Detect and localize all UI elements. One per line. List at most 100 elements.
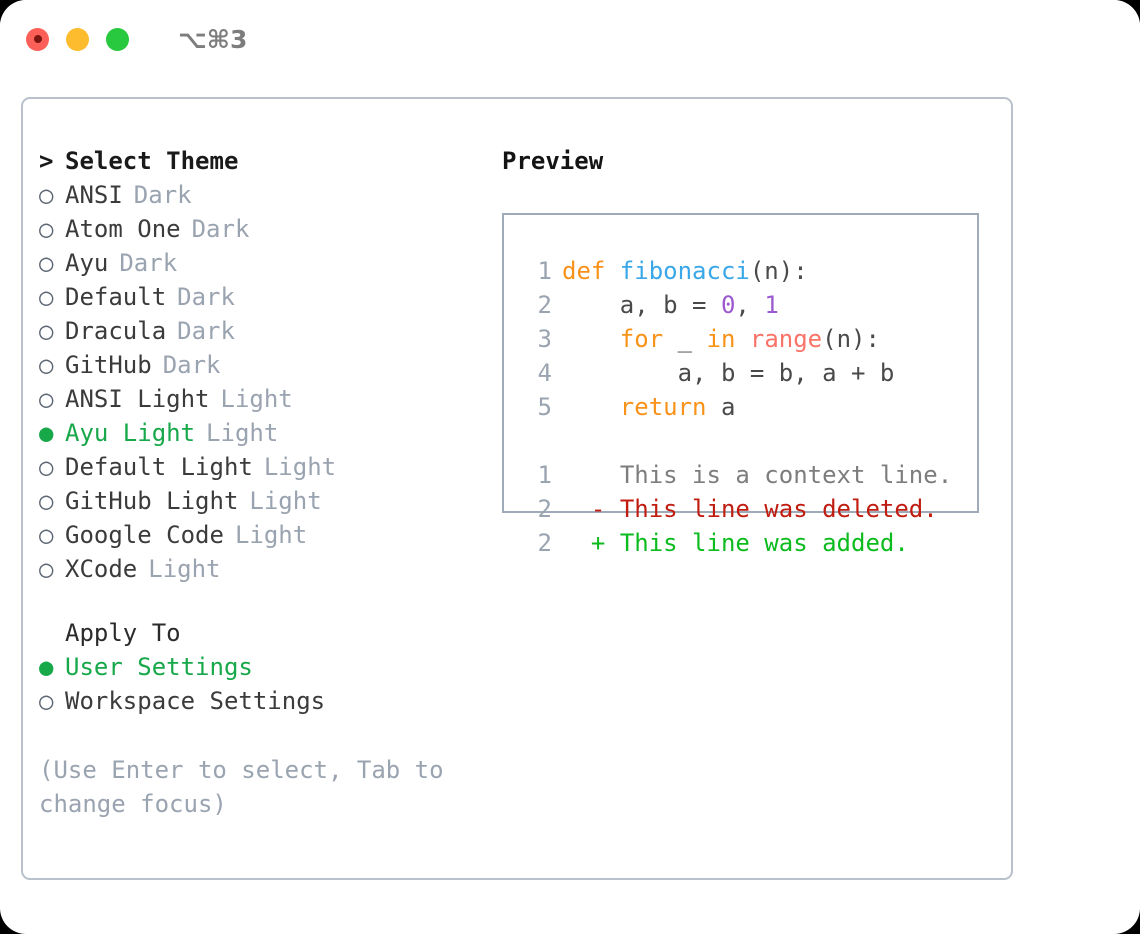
theme-list-column: > Select Theme ○ ANSI Dark ○ Atom One Da… <box>39 147 469 821</box>
traffic-lights <box>26 27 129 51</box>
radio-selected-icon[interactable]: ● <box>39 419 54 447</box>
preview-title: Preview <box>502 147 604 175</box>
diff-line-number: 2 <box>537 495 552 523</box>
radio-unselected-icon[interactable]: ○ <box>39 555 54 583</box>
theme-option-label: Default <box>65 283 167 311</box>
theme-option-ayu[interactable]: ○ Ayu Dark <box>39 249 469 283</box>
theme-option-ayu-light[interactable]: ● Ayu Light Light <box>39 419 469 453</box>
focus-caret-icon: > <box>39 147 54 175</box>
select-theme-heading-label: Select Theme <box>65 147 239 175</box>
code-token-plain <box>562 325 620 353</box>
code-line-number: 3 <box>537 325 552 353</box>
code-token-number: 1 <box>764 291 779 319</box>
radio-unselected-icon[interactable]: ○ <box>39 687 54 715</box>
theme-option-ansi[interactable]: ○ ANSI Dark <box>39 181 469 215</box>
theme-option-variant: Dark <box>177 317 235 345</box>
section-spacer <box>39 589 469 619</box>
theme-option-label: Atom One <box>65 215 181 243</box>
code-line-content: def fibonacci(n): <box>562 257 808 285</box>
radio-selected-icon[interactable]: ● <box>39 653 54 681</box>
theme-option-github[interactable]: ○ GitHub Dark <box>39 351 469 385</box>
radio-unselected-icon[interactable]: ○ <box>39 283 54 311</box>
code-line-number: 5 <box>537 393 552 421</box>
theme-option-dracula[interactable]: ○ Dracula Dark <box>39 317 469 351</box>
code-token-keyword: for <box>619 325 664 353</box>
radio-unselected-icon[interactable]: ○ <box>39 249 54 277</box>
code-token-builtin: range <box>749 325 823 353</box>
diff-line-context: 1 This is a context line. <box>522 461 977 495</box>
radio-unselected-icon[interactable]: ○ <box>39 215 54 243</box>
diff-line-deleted: 2 - This line was deleted. <box>522 495 977 529</box>
diff-line-content: + This line was added. <box>562 529 909 557</box>
theme-option-variant: Light <box>220 385 293 413</box>
keyboard-hint-text: (Use Enter to select, Tab to change focu… <box>39 756 444 818</box>
theme-option-variant: Light <box>263 453 337 481</box>
theme-option-ansi-light[interactable]: ○ ANSI Light Light <box>39 385 469 419</box>
theme-option-label: Google Code <box>65 521 224 549</box>
theme-option-variant: Light <box>148 555 221 583</box>
code-token-keyword: def <box>562 257 620 285</box>
theme-option-label: Ayu Light <box>65 419 196 447</box>
theme-option-github-light[interactable]: ○ GitHub Light Light <box>39 487 469 521</box>
theme-option-default-light[interactable]: ○ Default Light Light <box>39 453 469 487</box>
radio-unselected-icon[interactable]: ○ <box>39 351 54 379</box>
theme-option-label: XCode <box>65 555 138 583</box>
diff-line-content: - This line was deleted. <box>562 495 938 523</box>
theme-option-xcode[interactable]: ○ XCode Light <box>39 555 469 589</box>
theme-option-label: GitHub Light <box>65 487 239 515</box>
apply-to-option-label: User Settings <box>65 653 253 681</box>
code-line-content: return a <box>562 393 736 421</box>
preview-box: 1 def fibonacci(n): 2 a, b = 0, 1 3 for … <box>502 213 979 557</box>
theme-option-label: ANSI Light <box>65 385 210 413</box>
close-window-icon[interactable] <box>26 27 49 51</box>
code-line: 2 a, b = 0, 1 <box>522 291 977 325</box>
main-panel: > Select Theme ○ ANSI Dark ○ Atom One Da… <box>21 97 1013 880</box>
theme-option-variant: Dark <box>177 283 235 311</box>
diff-text: This is a context line. <box>619 461 953 489</box>
code-token-function: fibonacci <box>619 257 750 285</box>
code-line-content: for _ in range(n): <box>562 325 880 353</box>
theme-option-label: Dracula <box>65 317 167 345</box>
radio-unselected-icon[interactable]: ○ <box>39 317 54 345</box>
theme-option-atom-one[interactable]: ○ Atom One Dark <box>39 215 469 249</box>
theme-option-default[interactable]: ○ Default Dark <box>39 283 469 317</box>
apply-to-user-settings[interactable]: ● User Settings <box>39 653 469 687</box>
code-line: 3 for _ in range(n): <box>522 325 977 359</box>
title-bar: ⌥⌘3 <box>0 0 1140 78</box>
zoom-window-icon[interactable] <box>106 27 129 51</box>
theme-option-variant: Dark <box>162 351 221 379</box>
code-line: 1 def fibonacci(n): <box>522 257 977 291</box>
apply-to-heading-label: Apply To <box>65 619 181 647</box>
diff-line-content: This is a context line. <box>562 461 952 489</box>
code-line: 4 a, b = b, a + b <box>522 359 977 393</box>
code-token-plain <box>735 325 749 353</box>
theme-option-label: ANSI <box>65 181 123 209</box>
code-line-number: 4 <box>537 359 552 387</box>
code-token-number: 0 <box>720 291 736 319</box>
code-token-punct: (n): <box>822 325 880 353</box>
radio-unselected-icon[interactable]: ○ <box>39 385 54 413</box>
code-token-plain: _ <box>663 325 707 353</box>
preview-section-gap <box>522 427 977 461</box>
code-token-keyword: in <box>706 325 736 353</box>
code-token-plain: a, b = b, a + b <box>562 359 895 387</box>
code-line: 5 return a <box>522 393 977 427</box>
theme-option-label: Ayu <box>65 249 109 277</box>
minimize-window-icon[interactable] <box>66 27 89 51</box>
theme-option-google-code[interactable]: ○ Google Code Light <box>39 521 469 555</box>
radio-unselected-icon[interactable]: ○ <box>39 521 54 549</box>
theme-option-variant: Light <box>234 521 308 549</box>
code-line-number: 2 <box>537 291 552 319</box>
radio-unselected-icon[interactable]: ○ <box>39 181 54 209</box>
theme-option-variant: Light <box>206 419 279 447</box>
code-line-content: a, b = 0, 1 <box>562 291 779 319</box>
apply-to-workspace-settings[interactable]: ○ Workspace Settings <box>39 687 469 721</box>
theme-option-variant: Dark <box>119 249 178 277</box>
code-token-plain: , <box>735 291 765 319</box>
theme-option-variant: Dark <box>191 215 250 243</box>
radio-unselected-icon[interactable]: ○ <box>39 487 54 515</box>
diff-line-number: 2 <box>537 529 552 557</box>
apply-to-option-label: Workspace Settings <box>65 687 326 715</box>
radio-unselected-icon[interactable]: ○ <box>39 453 54 481</box>
